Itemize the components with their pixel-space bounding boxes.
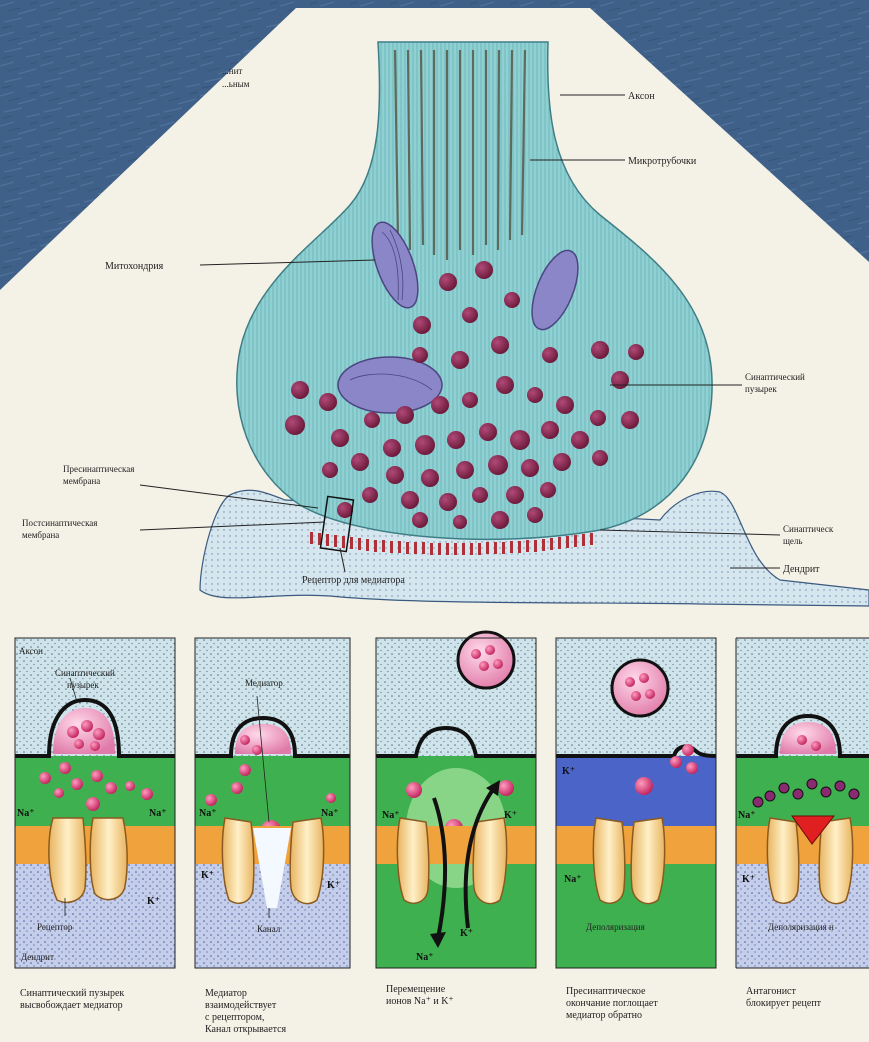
label-receptor-for-mediator: Рецептор для медиатора <box>302 575 405 586</box>
p1-ion-k: K⁺ <box>147 896 160 907</box>
p5-ion-k: K⁺ <box>742 874 755 885</box>
p4-caption-line-1: Пресинаптическое <box>566 986 646 997</box>
p3-caption-line-1: Перемещение <box>386 984 446 995</box>
p4-ion-na: Na⁺ <box>564 874 582 885</box>
panel-4: K⁺ Na⁺ Деполяризация <box>556 638 716 968</box>
label-synaptic-vesicle-2: пузырек <box>745 384 777 394</box>
p3-ion-na-bottom: Na⁺ <box>416 952 434 963</box>
p5-caption-line-2: блокирует рецепт <box>746 998 822 1009</box>
p2-ion-na-right: Na⁺ <box>321 808 339 819</box>
p4-caption-line-2: окончание поглощает <box>566 998 658 1009</box>
label-synaptic-vesicle-1: Синаптический <box>745 372 805 382</box>
p2-ion-k-right: K⁺ <box>327 880 340 891</box>
panel-1: Аксон Синаптический пузырек Na⁺ Na⁺ K⁺ Р… <box>15 638 175 968</box>
p4-ion-k: K⁺ <box>562 766 575 777</box>
p2-caption-line-3: с рецептором, <box>205 1012 264 1023</box>
panel-3: Na⁺ K⁺ K⁺ Na⁺ <box>376 632 536 968</box>
p2-caption-line-4: Канал открывается <box>205 1024 287 1035</box>
p2-label-channel: Канал <box>257 924 281 934</box>
p2-label-mediator: Медиатор <box>245 678 283 688</box>
receptor-left <box>49 818 86 902</box>
label-presynaptic-membrane-2: мембрана <box>63 476 100 486</box>
p3-ion-k-top: K⁺ <box>504 810 517 821</box>
label-synaptic-cleft-1: Синаптическ <box>783 524 834 534</box>
p1-ion-na-left: Na⁺ <box>17 808 35 819</box>
p5-label-depolarization: Деполяризация н <box>768 922 834 932</box>
label-synaptic-cleft-2: щель <box>783 536 803 546</box>
p2-ion-k-left: K⁺ <box>201 870 214 881</box>
label-top-left-partial-1: ...нит <box>222 66 242 76</box>
label-presynaptic-membrane-1: Пресинаптическая <box>63 464 134 474</box>
p1-label-vesicle-2: пузырек <box>67 680 99 690</box>
p1-caption-line-1: Синаптический пузырек <box>20 988 124 999</box>
p2-caption-line-1: Медиатор <box>205 988 247 999</box>
p1-label-axon: Аксон <box>19 646 43 656</box>
p2-ion-na-left: Na⁺ <box>199 808 217 819</box>
p1-caption-line-2: высвобождает медиатор <box>20 1000 123 1011</box>
label-postsynaptic-membrane-1: Постсинаптическая <box>22 518 97 528</box>
p1-ion-na-right: Na⁺ <box>149 808 167 819</box>
p5-caption-line-1: Антагонист <box>746 986 796 997</box>
p1-label-dendrite: Дендрит <box>21 952 54 962</box>
label-top-left-partial-2: ...ьным <box>222 79 250 89</box>
receptor-right <box>90 818 127 900</box>
label-axon: Аксон <box>628 91 655 102</box>
p4-caption-line-3: медиатор обратно <box>566 1010 642 1021</box>
p2-caption-line-2: взаимодействует <box>205 1000 277 1011</box>
label-dendrite: Дендрит <box>783 564 820 575</box>
p3-ion-k-bottom: K⁺ <box>460 928 473 939</box>
p3-ion-na-top: Na⁺ <box>382 810 400 821</box>
label-mitochondrion: Митохондрия <box>105 261 164 272</box>
p4-label-depolarization: Деполяризация <box>586 922 645 932</box>
panel-5: Na⁺ K⁺ Деполяризация н <box>736 638 869 968</box>
panel-2: Медиатор Na⁺ Na⁺ K⁺ K⁺ Канал <box>195 638 350 968</box>
p1-label-vesicle-1: Синаптический <box>55 668 115 678</box>
label-microtubules: Микротрубочки <box>628 156 697 167</box>
p3-caption-line-2: ионов Na⁺ и K⁺ <box>386 996 454 1007</box>
p1-label-receptor: Рецептор <box>37 922 73 932</box>
p5-ion-na: Na⁺ <box>738 810 756 821</box>
label-postsynaptic-membrane-2: мембрана <box>22 530 59 540</box>
